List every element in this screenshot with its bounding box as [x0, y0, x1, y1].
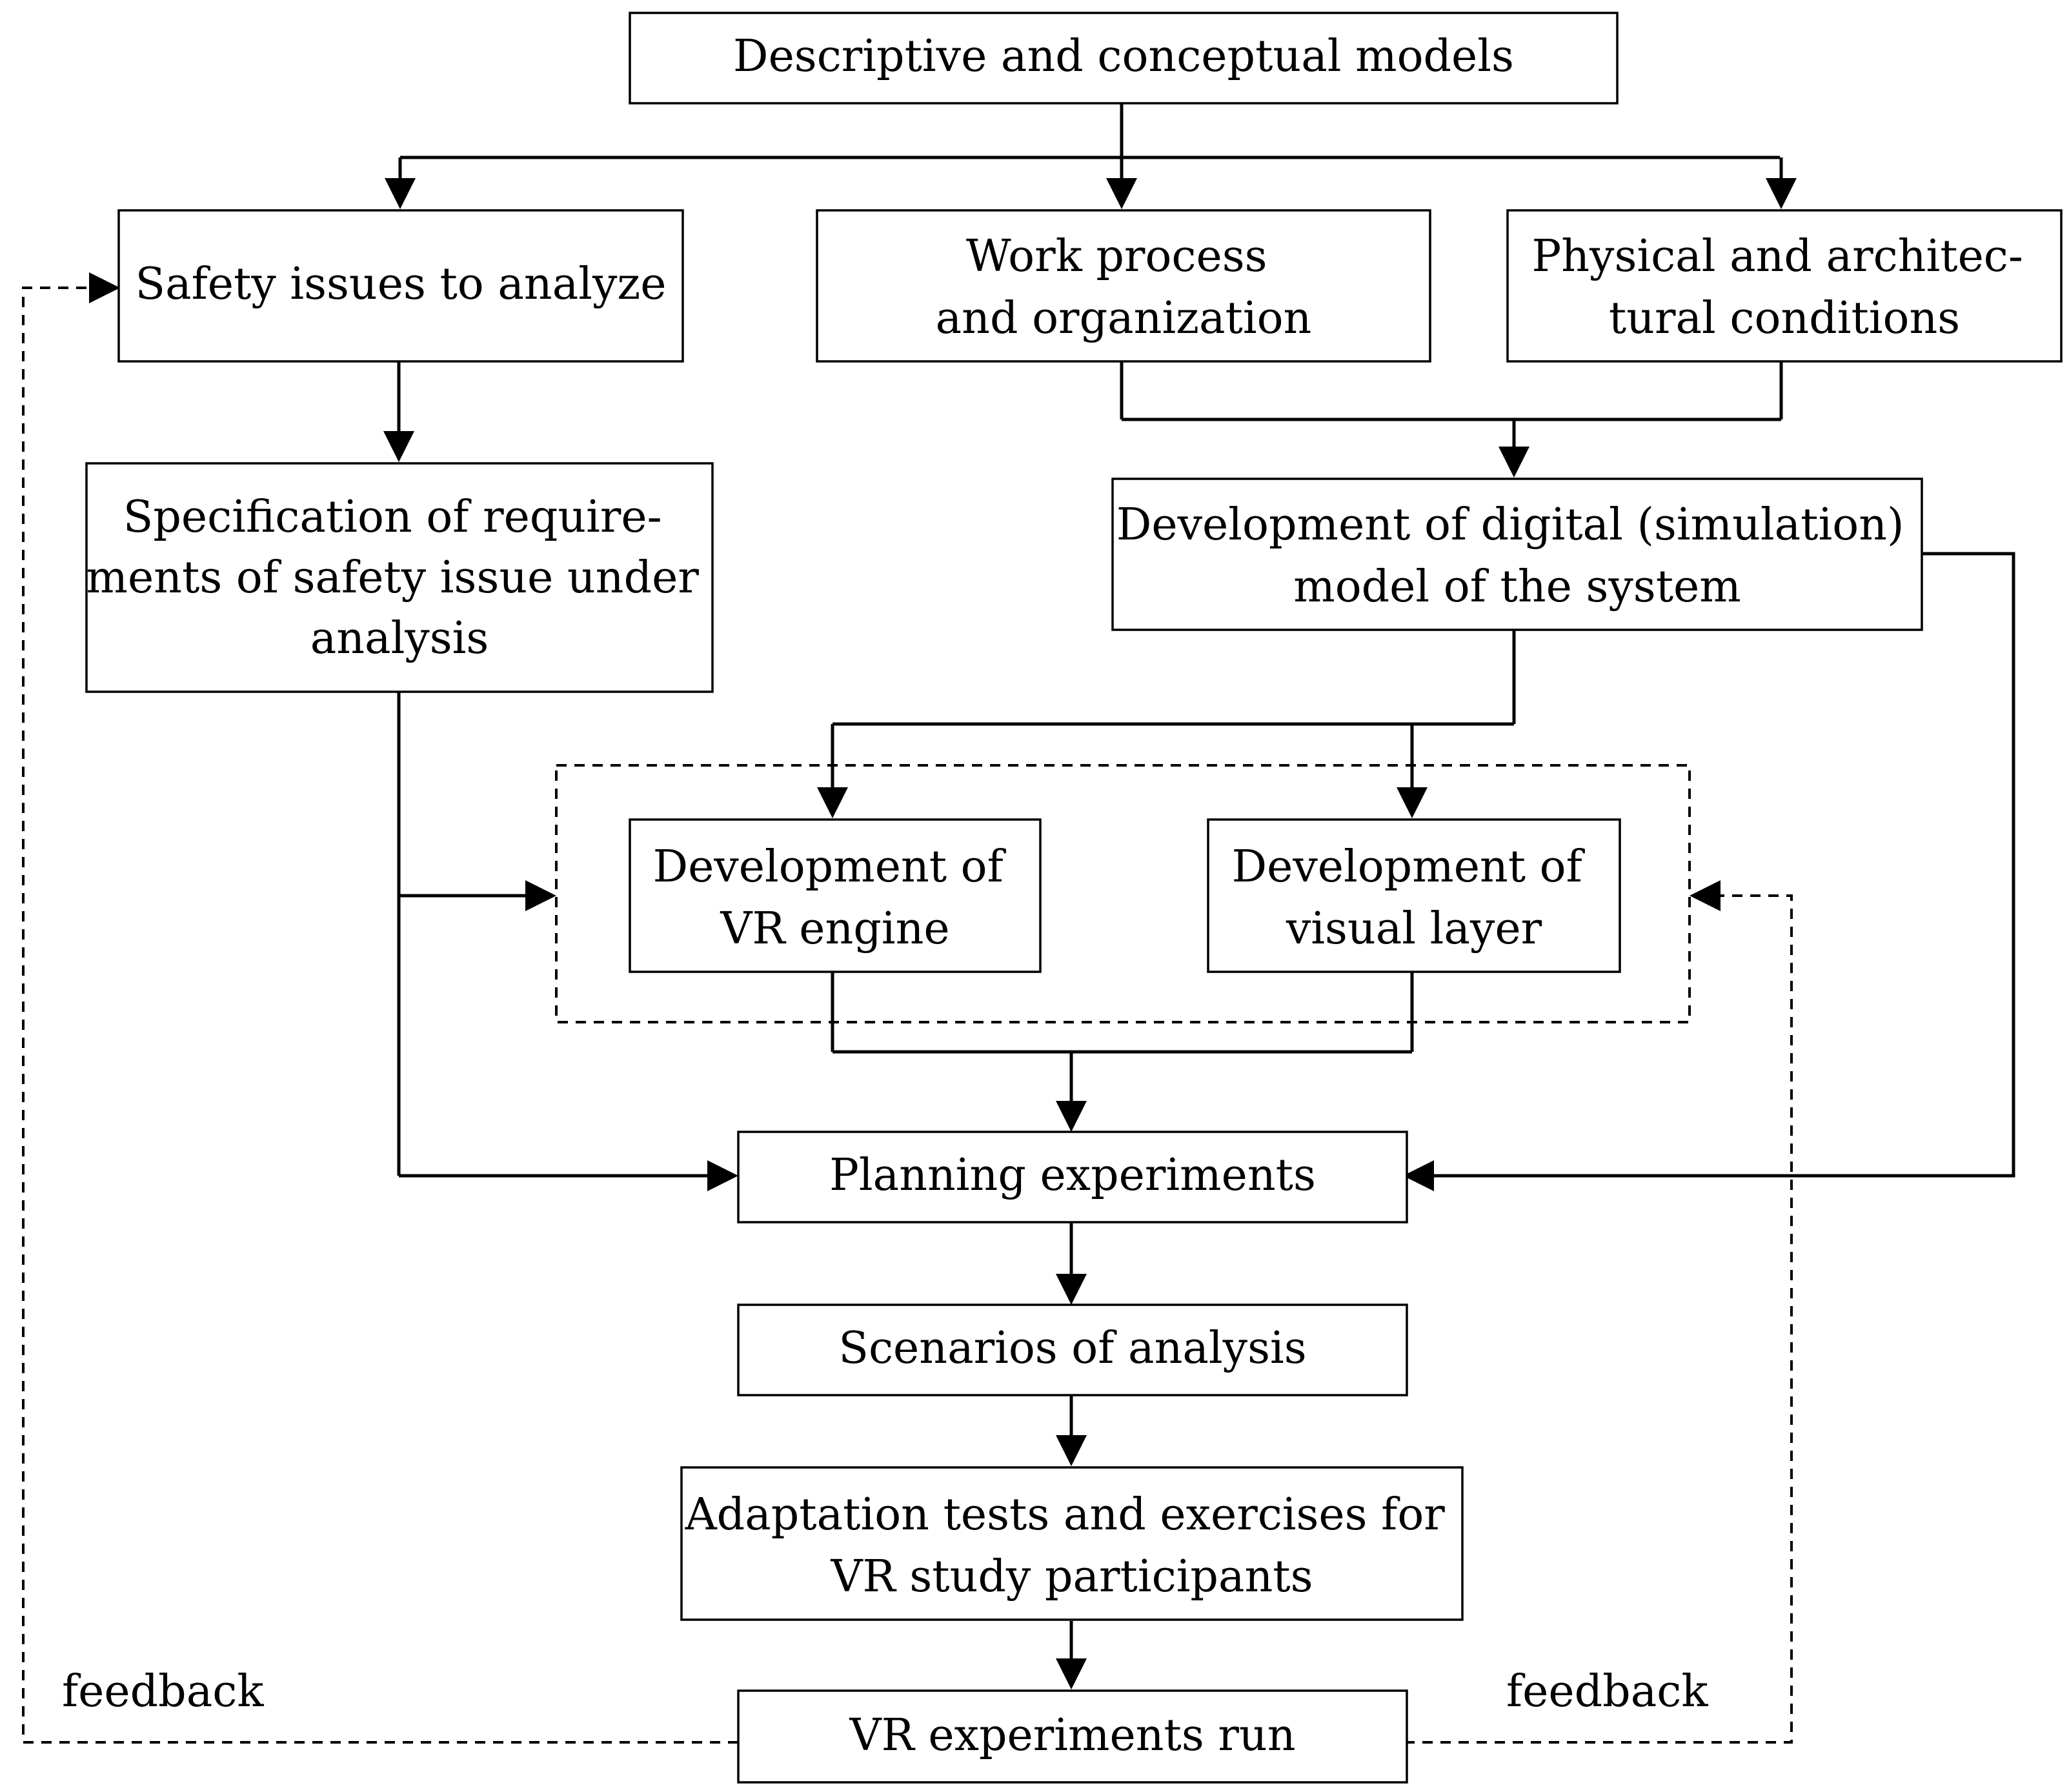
- arrowhead-to-specification: [383, 431, 414, 462]
- node-adaptation-label: Adaptation tests and exercises for VR st…: [685, 1489, 1459, 1602]
- feedback-label-right: feedback: [1506, 1666, 1708, 1717]
- arrowhead-to-physical: [1766, 178, 1797, 209]
- node-planning-box: [737, 1131, 1408, 1223]
- node-scenarios-label: Scenarios of analysis: [838, 1323, 1306, 1374]
- node-vr-engine-label: Development of VR engine: [653, 841, 1018, 954]
- arrowhead-to-visual-layer: [1397, 787, 1428, 818]
- vr-development-group: [555, 764, 1691, 1023]
- node-descriptive-models-box: [629, 12, 1619, 105]
- node-visual-layer-box: [1207, 818, 1621, 973]
- edge-feedback-right: [1404, 894, 1793, 1744]
- arrowhead-to-group: [525, 880, 556, 911]
- node-specification-box: [85, 462, 714, 693]
- node-work-process-box: [816, 209, 1431, 363]
- node-specification-label: Specification of require- ments of safet…: [86, 492, 713, 664]
- feedback-connectors: [22, 272, 1793, 1744]
- node-scenarios-box: [737, 1304, 1408, 1396]
- node-safety-issues-label: Safety issues to analyze: [136, 259, 667, 310]
- arrowhead-merge-to-planning: [1056, 1101, 1087, 1132]
- arrowhead-to-safety: [385, 178, 416, 209]
- node-adaptation-box: [680, 1466, 1464, 1621]
- node-vr-engine-box: [629, 818, 1042, 973]
- node-digital-model-box: [1111, 478, 1923, 631]
- arrowhead-to-digital: [1499, 447, 1529, 478]
- arrowhead-to-scenarios: [1056, 1274, 1087, 1305]
- node-digital-model-label: Development of digital (simulation) mode…: [1116, 499, 1918, 612]
- node-work-process-label: Work process and organization: [936, 231, 1312, 344]
- node-descriptive-models-label: Descriptive and conceptual models: [733, 31, 1514, 82]
- arrowhead-digital-to-planning: [1403, 1160, 1434, 1191]
- node-physical-conditions-label: Physical and architec- tural conditions: [1531, 231, 2037, 344]
- arrowhead-to-work: [1106, 178, 1137, 209]
- arrowhead-feedback-left: [89, 272, 120, 303]
- feedback-label-left: feedback: [62, 1666, 264, 1717]
- node-physical-conditions-box: [1506, 209, 2063, 363]
- arrowhead-to-adaptation: [1056, 1435, 1087, 1466]
- node-safety-issues-box: [117, 209, 684, 363]
- arrowhead-specification-to-planning: [707, 1160, 738, 1191]
- edge-digital-to-planning: [1431, 552, 2015, 1178]
- arrowhead-to-vr-engine: [817, 787, 848, 818]
- arrowhead-feedback-right: [1690, 880, 1721, 911]
- arrowhead-to-vr-run: [1056, 1658, 1087, 1689]
- connectors: [383, 103, 2015, 1689]
- node-visual-layer-label: Development of visual layer: [1232, 841, 1597, 954]
- node-vr-run-box: [737, 1689, 1408, 1784]
- node-planning-label: Planning experiments: [829, 1150, 1316, 1201]
- node-vr-run-label: VR experiments run: [849, 1710, 1296, 1761]
